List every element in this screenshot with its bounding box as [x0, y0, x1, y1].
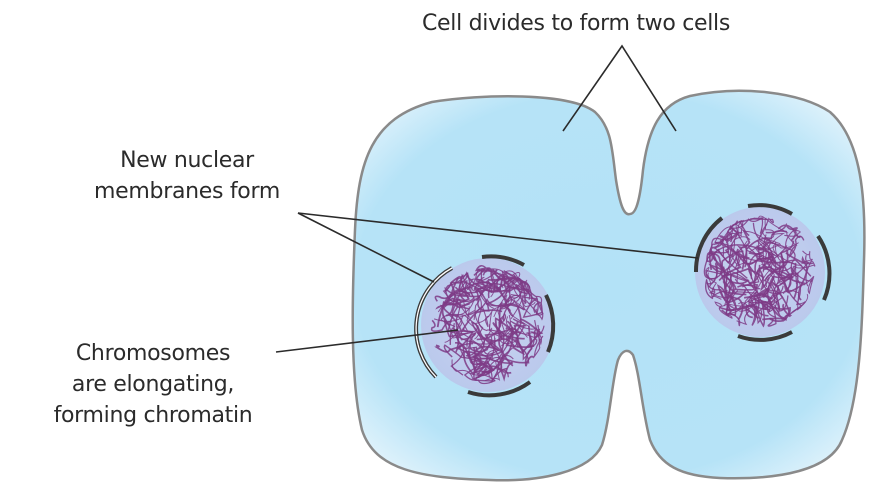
label-cell-divides: Cell divides to form two cells [422, 8, 730, 39]
label-chromosomes-line-1: Chromosomes [28, 338, 278, 369]
label-cell-divides-text: Cell divides to form two cells [422, 8, 730, 39]
label-new-nuclear-membranes: New nuclear membranes form [72, 145, 302, 207]
label-chromosomes-line-2: are elongating, [28, 369, 278, 400]
label-chromosomes-line-3: forming chromatin [28, 400, 278, 431]
label-membranes-line-1: New nuclear [72, 145, 302, 176]
label-membranes-line-2: membranes form [72, 176, 302, 207]
label-chromosomes: Chromosomes are elongating, forming chro… [28, 338, 278, 431]
